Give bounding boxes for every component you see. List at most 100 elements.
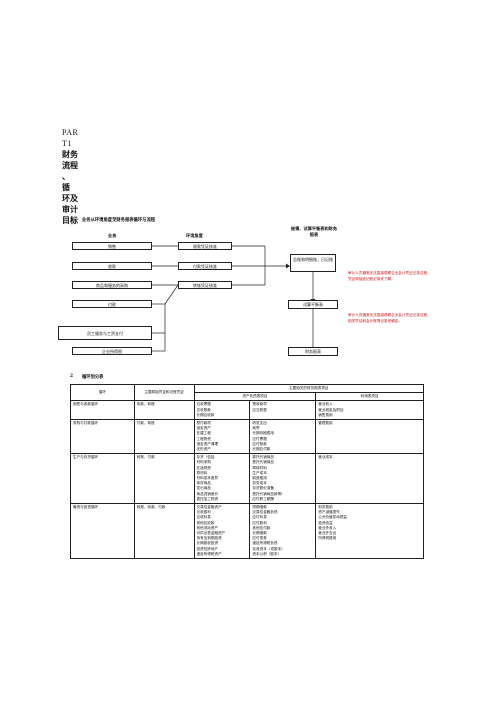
cell-is: 营业收入营业税金及附加销售费用 (315, 400, 424, 421)
flow-col-env: 环境角度 (186, 233, 203, 238)
flow-note-2: 审计人员通常无法直接观察企业会计凭证记录过程，可以通过检查 相关凭证和会计账簿记… (348, 313, 430, 324)
cell-bs-col2-item: 制造费用 (252, 476, 267, 481)
cell-bs-col1-item: 存货（包括 (196, 455, 215, 460)
side-title-en-2: T1 (62, 139, 72, 148)
flow-box-payments: 付款 (72, 300, 152, 308)
cell-bs-col2-item: 其他应付款 (252, 525, 271, 530)
side-title-zh-7: 目标 (62, 215, 78, 225)
cell-bs-col2-item: 预收款项 (252, 402, 267, 407)
flow-box-payroll: 员工服务与工资支付 (58, 326, 152, 340)
cell-bs-col1-item: 预付款项 (196, 421, 211, 426)
cell-bs-col1-item: 工程物资 (196, 436, 211, 441)
cell-bs-col1-item: 发出商品 (196, 486, 211, 491)
table-row: 采购与付款循环付款、转账预付款项固定资产在建工程工程物资固定资产清理无形资产研发… (70, 419, 424, 455)
cell-bs-col1-item: 委托加工物资 (196, 496, 219, 501)
cell-bs-col2-item: 应交税费 (252, 407, 267, 412)
side-title-zh-1: 财务 (62, 149, 78, 159)
flow-box-payment-voucher: 付款凭证核准 (178, 262, 232, 270)
cell-is-item: 资产减值损失 (318, 510, 340, 515)
side-title-zh-6: 审计 (62, 204, 78, 214)
side-title-zh-2: 流程 (62, 160, 78, 170)
cell-bs-col1-item: 无形资产 (196, 447, 211, 452)
th-docs: 主要原始凭证和记账凭证 (133, 383, 195, 402)
th-balance-sheet: 资产负债表项目 (193, 392, 317, 402)
cell-cycle: 生产与存货循环 (70, 453, 135, 505)
side-title-zh-3: 、 (62, 171, 70, 181)
cell-bs-col1-item: 材料采购 (196, 460, 211, 465)
cell-bs-col2-item: 周转材料 (252, 465, 267, 470)
cell-bs-col1-item: 固定资产清理 (196, 441, 219, 446)
flow-box-ledger: 总账和明细账，日记账 (290, 254, 336, 272)
flow-note-2-line-1: 审计人员通常无法直接观察企业会计凭证记录过程，可以通过检查 (348, 313, 430, 317)
cell-bs-col1-item: 长期应收款 (196, 412, 215, 417)
cell-bs-col2: 研发支出商誉长期待摊费用应付票据应付账款长期应付款 (249, 419, 317, 455)
side-title-zh-4: 循 (62, 182, 70, 192)
side-title: PAR T1 财务 流程 、 循 环及 审计 目标 (62, 127, 78, 226)
cell-bs-col2-item: 应付债券 (252, 536, 267, 541)
cell-bs-col2-item: 长期应付款 (252, 447, 271, 452)
cell-bs-col2-item: 实收资本（或股本） (252, 546, 285, 551)
cell-is: 财务费用资产减值损失公允价值变动损益投资收益营业外收入营业外支出所得税费用 (315, 503, 424, 560)
th-items-group: 主要相关的财务报表项目 (193, 383, 425, 394)
cell-bs-col1: 交易性金融资产应收股利应收利息其他应收款其他流动资产可供出售金融资产持有至到期投… (193, 503, 251, 560)
flow-note-2-line-2: 相关凭证和会计账簿记录来确定。 (348, 318, 402, 323)
cell-bs-col1: 存货（包括材料采购在途物资原材料材料成本差异库存商品发出商品商品进销差价委托加工… (193, 453, 251, 505)
cell-bs-col2-item: 应付票据 (252, 436, 267, 441)
cell-bs-col1-item: 库存商品 (196, 481, 211, 486)
cell-bs-col1: 应收票据应收账款长期应收款 (193, 400, 251, 421)
cell-is-item: 营业外支出 (318, 531, 337, 536)
cell-bs-col1-item: 应收票据 (196, 402, 211, 407)
cell-is-item: 营业税金及附加 (318, 407, 344, 412)
cell-bs-col2: 委托代销商品受托代销商品周转材料生产成本制造费用劳务成本存货跌价准备受托代销商品… (249, 453, 317, 505)
flow-box-financial-statements: 财务报表 (288, 347, 338, 356)
cell-bs-col1-item: 其他应收款 (196, 520, 215, 525)
cell-bs-col2: 短期借款交易性金融负债应付利息应付股利其他应付款长期借款应付债券递延所得税负债实… (249, 503, 317, 560)
flow-box-receipt-voucher: 收款凭证核准 (178, 242, 232, 250)
th-cycle: 循环 (70, 383, 135, 402)
section2-number: 2 (70, 374, 73, 379)
cycle-table: 循环 主要原始凭证和记账凭证 主要相关的财务报表项目 资产负债表项目 利润表项目… (70, 383, 425, 560)
section2-title: 循环划分表 (82, 375, 104, 380)
flow-box-income-tax: 企业所得税 (72, 347, 152, 355)
cell-bs-col1-item: 投资性房地产 (196, 546, 219, 551)
cell-bs-col2: 预收款项应交税费 (249, 400, 317, 421)
cell-bs-col2-item: 应付账款 (252, 441, 267, 446)
cell-docs: 付款、转账 (133, 419, 195, 455)
cell-bs-col1-item: 在途物资 (196, 465, 211, 470)
cell-bs-col2-item: 受托代销商品款等） (252, 491, 285, 496)
cell-bs-col2-item: 劳务成本 (252, 481, 267, 486)
cell-is-item: 营业外收入 (318, 525, 337, 530)
cell-bs-col1-item: 长期股权投资 (196, 541, 219, 546)
cell-bs-col1-item: 固定资产 (196, 426, 211, 431)
cell-is-item: 销售费用 (318, 412, 333, 417)
flow-box-trial-balance: 试算平衡表 (288, 300, 338, 309)
flow-note-1-line-2: 凭证和抽查记账记录来了解。 (348, 276, 395, 281)
side-title-en-1: PAR (62, 128, 79, 137)
cell-bs-col2-item: 生产成本 (252, 470, 267, 475)
cell-bs-col2-item: 应付职工薪酬 (252, 496, 274, 501)
cell-bs-col1-item: 商品进销差价 (196, 491, 219, 496)
cell-bs-col1-item: 应收利息 (196, 515, 211, 520)
cell-is-item: 财务费用 (318, 505, 333, 510)
table-row: 筹资与投资循环转账、收款、付款交易性金融资产应收股利应收利息其他应收款其他流动资… (70, 503, 424, 560)
table-body: 销售与收款循环收款、转账应收票据应收账款长期应收款预收款项应交税费营业收入营业税… (70, 400, 424, 560)
cell-is-item: 公允价值变动损益 (318, 515, 348, 520)
section1-title: 业务从环境角度至财务报表循环与流程 (82, 218, 156, 223)
cell-bs-col2-item: 递延所得税负债 (252, 541, 278, 546)
cell-bs-col1-item: 应收股利 (196, 510, 211, 515)
cell-docs: 转账、收款、付款 (133, 503, 195, 560)
flow-box-purchasing: 商品和服务的采购 (72, 281, 152, 289)
cell-bs-col1-item: 原材料 (196, 470, 208, 475)
cell-docs: 转账、付款 (133, 453, 195, 505)
cell-bs-col2-item: 资本公积（股本） (252, 551, 282, 556)
cell-bs-col2-item: 交易性金融负债 (252, 510, 278, 515)
cell-bs-col1-item: 递延所得税资产 (196, 551, 222, 556)
cell-bs-col2-item: 商誉 (252, 426, 260, 431)
flow-col-business: 业务 (108, 233, 117, 238)
section1-number: 1 (70, 217, 73, 222)
cell-bs-col2-item: 受托代销商品 (252, 460, 274, 465)
flow-col-ledger: 账簿、试算平衡表和财务报表 (290, 226, 338, 237)
cell-bs-col2-item: 应付利息 (252, 515, 267, 520)
cell-bs-col2-item: 短期借款 (252, 505, 267, 510)
cell-bs-col1: 预付款项固定资产在建工程工程物资固定资产清理无形资产 (193, 419, 251, 455)
